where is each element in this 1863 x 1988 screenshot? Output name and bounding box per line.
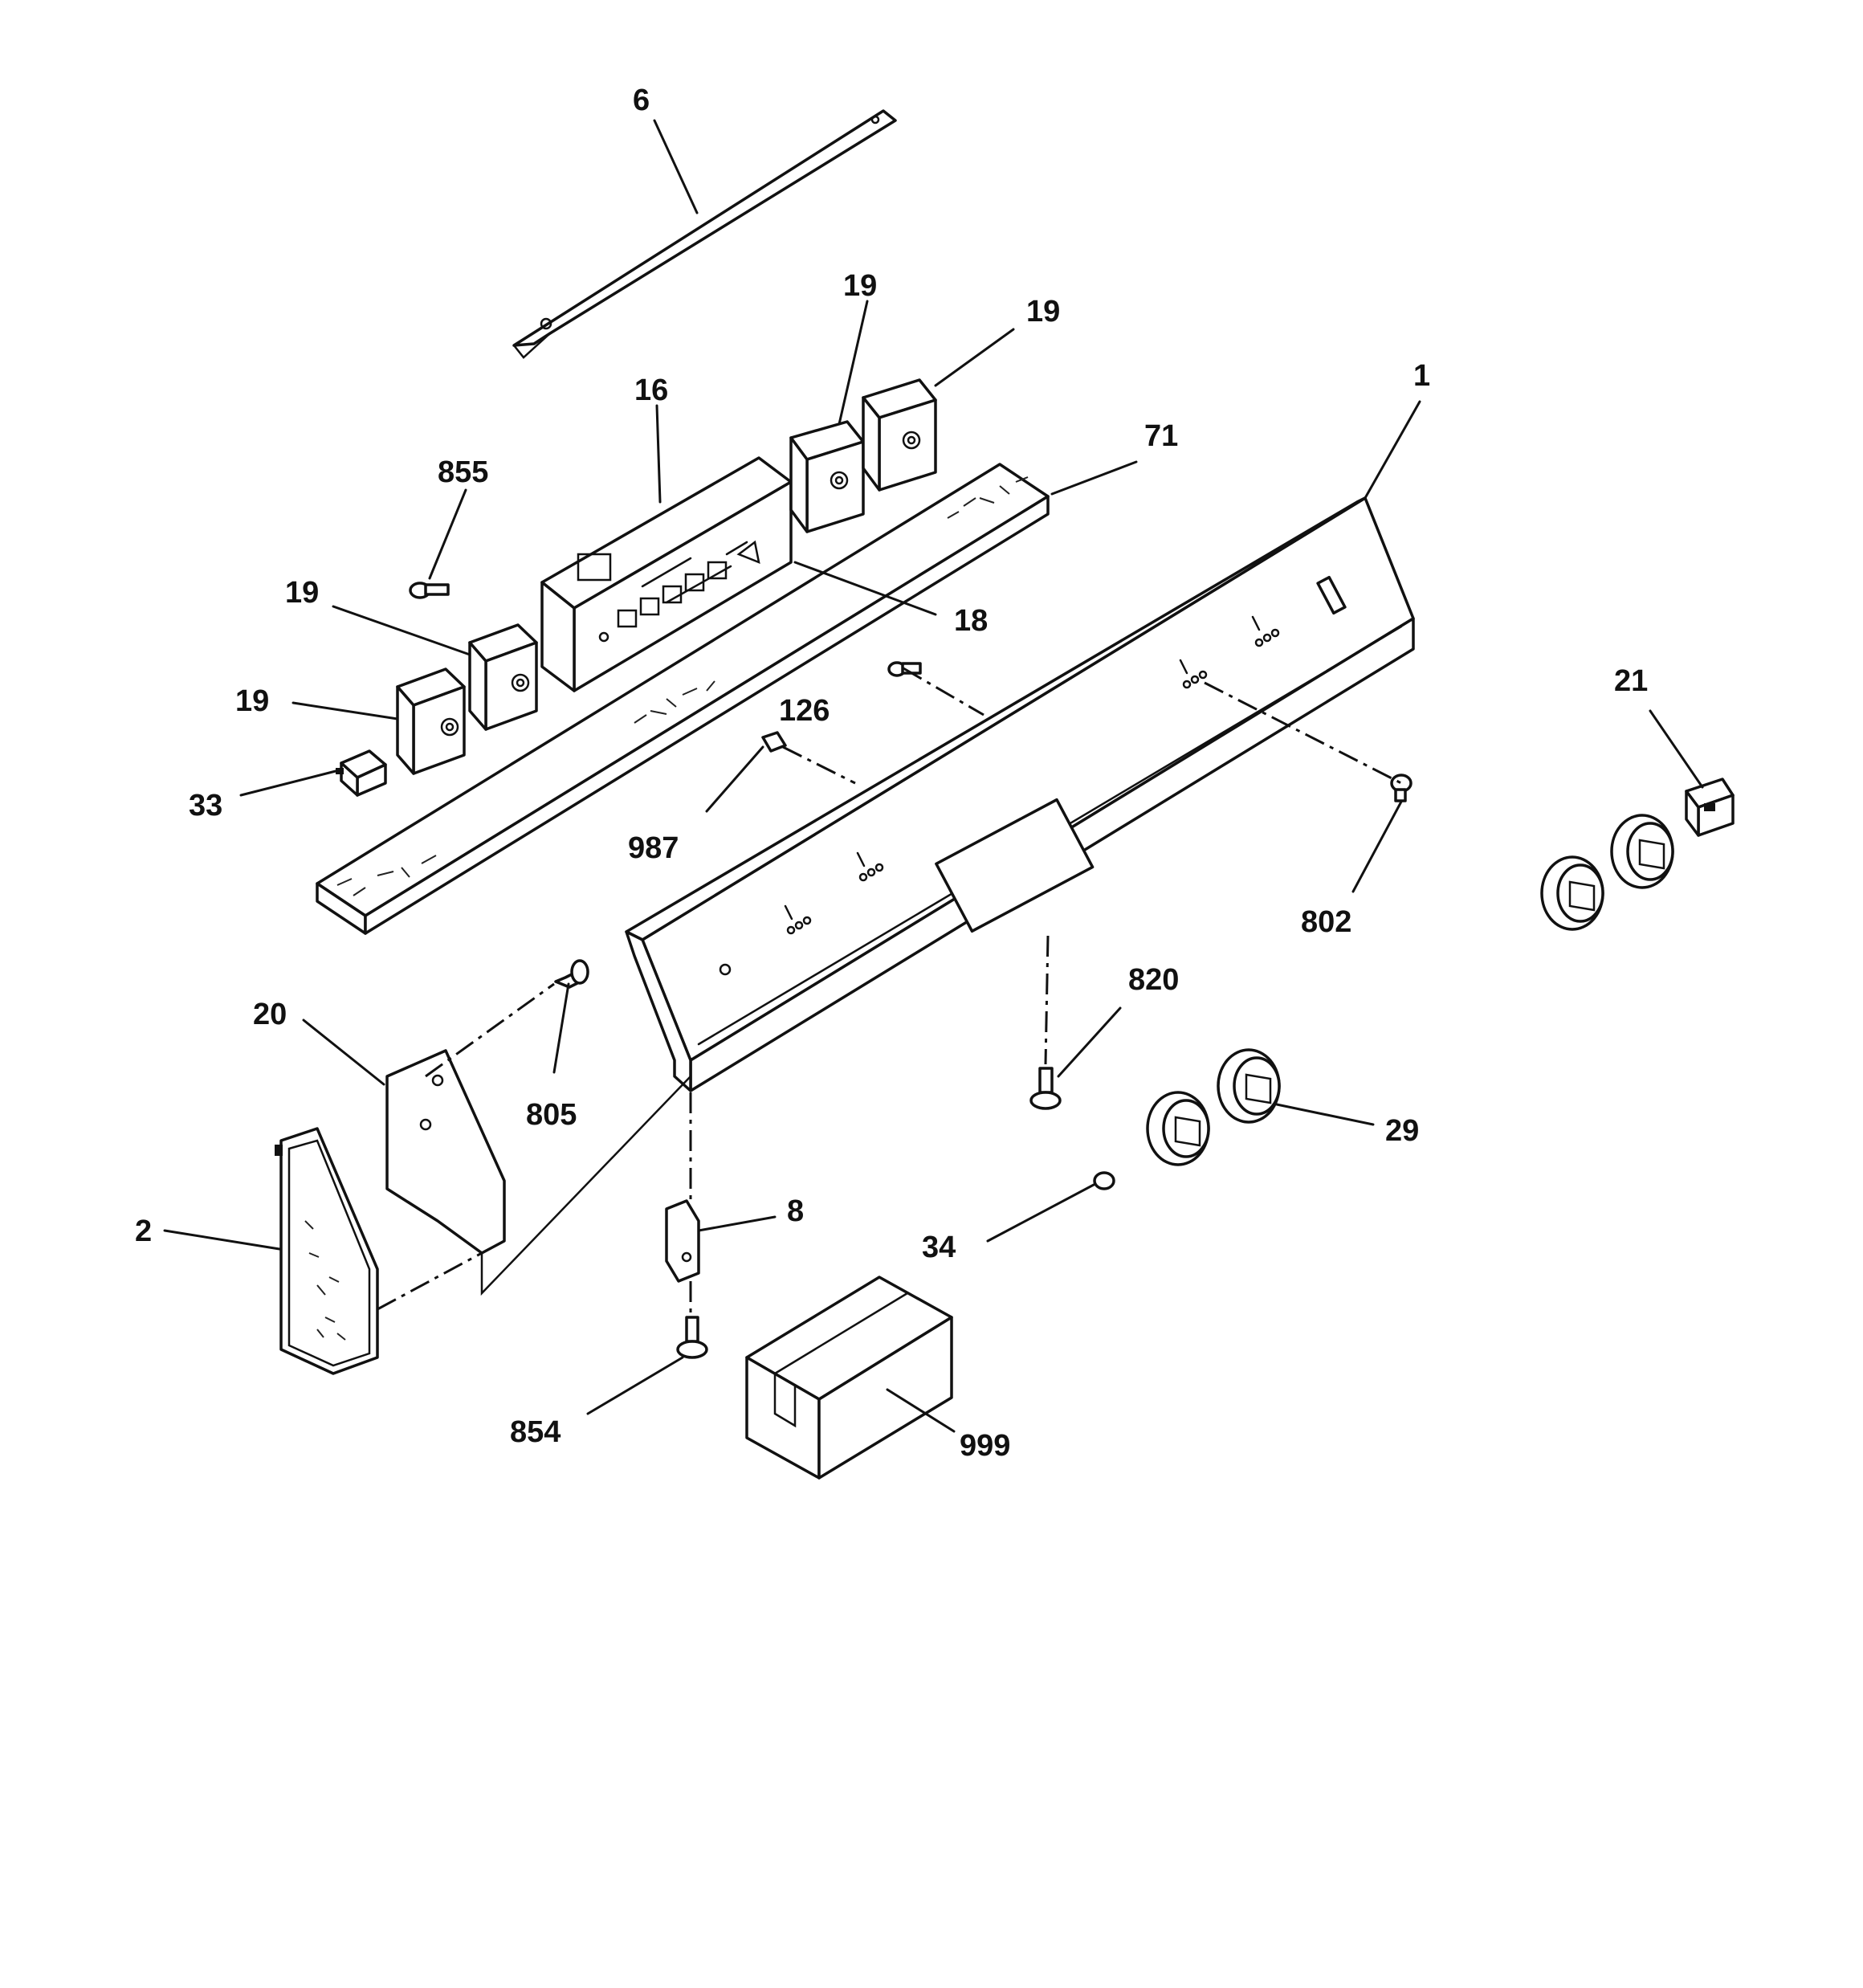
part-19-switch-top-right <box>862 378 937 492</box>
part-71-insulation-bar <box>316 463 1050 935</box>
part-1-backsplash-panel <box>625 496 1415 1092</box>
part-21-rocker-switch <box>1685 778 1735 837</box>
callout-labels: 6 19 19 16 1 71 855 18 19 19 126 21 33 9… <box>135 84 1648 1463</box>
part-19-switch-top-left <box>789 420 865 533</box>
part-16-control-board <box>540 456 793 692</box>
callout-33: 33 <box>189 789 222 823</box>
assembly-lines <box>377 667 1402 1317</box>
callout-2: 2 <box>135 1214 152 1248</box>
part-987-clip <box>761 731 787 753</box>
part-19-switch-mid <box>468 623 538 731</box>
part-805-screw <box>554 959 589 989</box>
part-34-screw <box>1093 1171 1115 1190</box>
part-6-strip <box>512 109 897 359</box>
callout-19-b: 19 <box>1026 295 1060 329</box>
part-854-screw <box>676 1316 708 1359</box>
callout-16: 16 <box>634 374 668 407</box>
callout-987: 987 <box>628 831 679 865</box>
callout-34: 34 <box>922 1231 956 1264</box>
part-29-knob-lower-left <box>1146 1091 1210 1166</box>
callout-8: 8 <box>787 1194 804 1228</box>
callout-18: 18 <box>954 604 988 638</box>
callout-855: 855 <box>438 455 488 489</box>
callout-21: 21 <box>1614 664 1648 698</box>
callout-19-c: 19 <box>285 576 319 610</box>
part-20-side-bracket <box>385 1049 506 1255</box>
callout-19-d: 19 <box>235 684 269 718</box>
callout-126: 126 <box>779 694 830 728</box>
part-29-knob-upper-left <box>1540 855 1604 931</box>
callout-805: 805 <box>526 1098 577 1132</box>
part-999-carton <box>745 1276 953 1480</box>
part-19-switch-low <box>396 667 466 775</box>
part-29-knob-upper-right <box>1610 814 1674 889</box>
callout-1: 1 <box>1413 359 1430 393</box>
callout-6: 6 <box>633 84 650 117</box>
part-8-bracket <box>665 1199 700 1283</box>
callout-71: 71 <box>1144 419 1178 453</box>
part-2-end-cap <box>275 1127 379 1375</box>
callout-854: 854 <box>510 1415 561 1449</box>
part-802-screw <box>1390 774 1413 802</box>
callout-20: 20 <box>253 998 287 1031</box>
leader-lines <box>163 119 1704 1433</box>
callout-802: 802 <box>1301 905 1351 939</box>
part-33-small-switch <box>336 749 387 797</box>
callout-999: 999 <box>960 1429 1010 1463</box>
callout-820: 820 <box>1128 963 1179 997</box>
part-29-knob-lower-right <box>1217 1048 1281 1124</box>
part-820-screw <box>1029 1067 1062 1110</box>
callout-19-a: 19 <box>843 269 877 303</box>
part-855-screw <box>409 582 450 599</box>
callout-29: 29 <box>1385 1114 1419 1148</box>
